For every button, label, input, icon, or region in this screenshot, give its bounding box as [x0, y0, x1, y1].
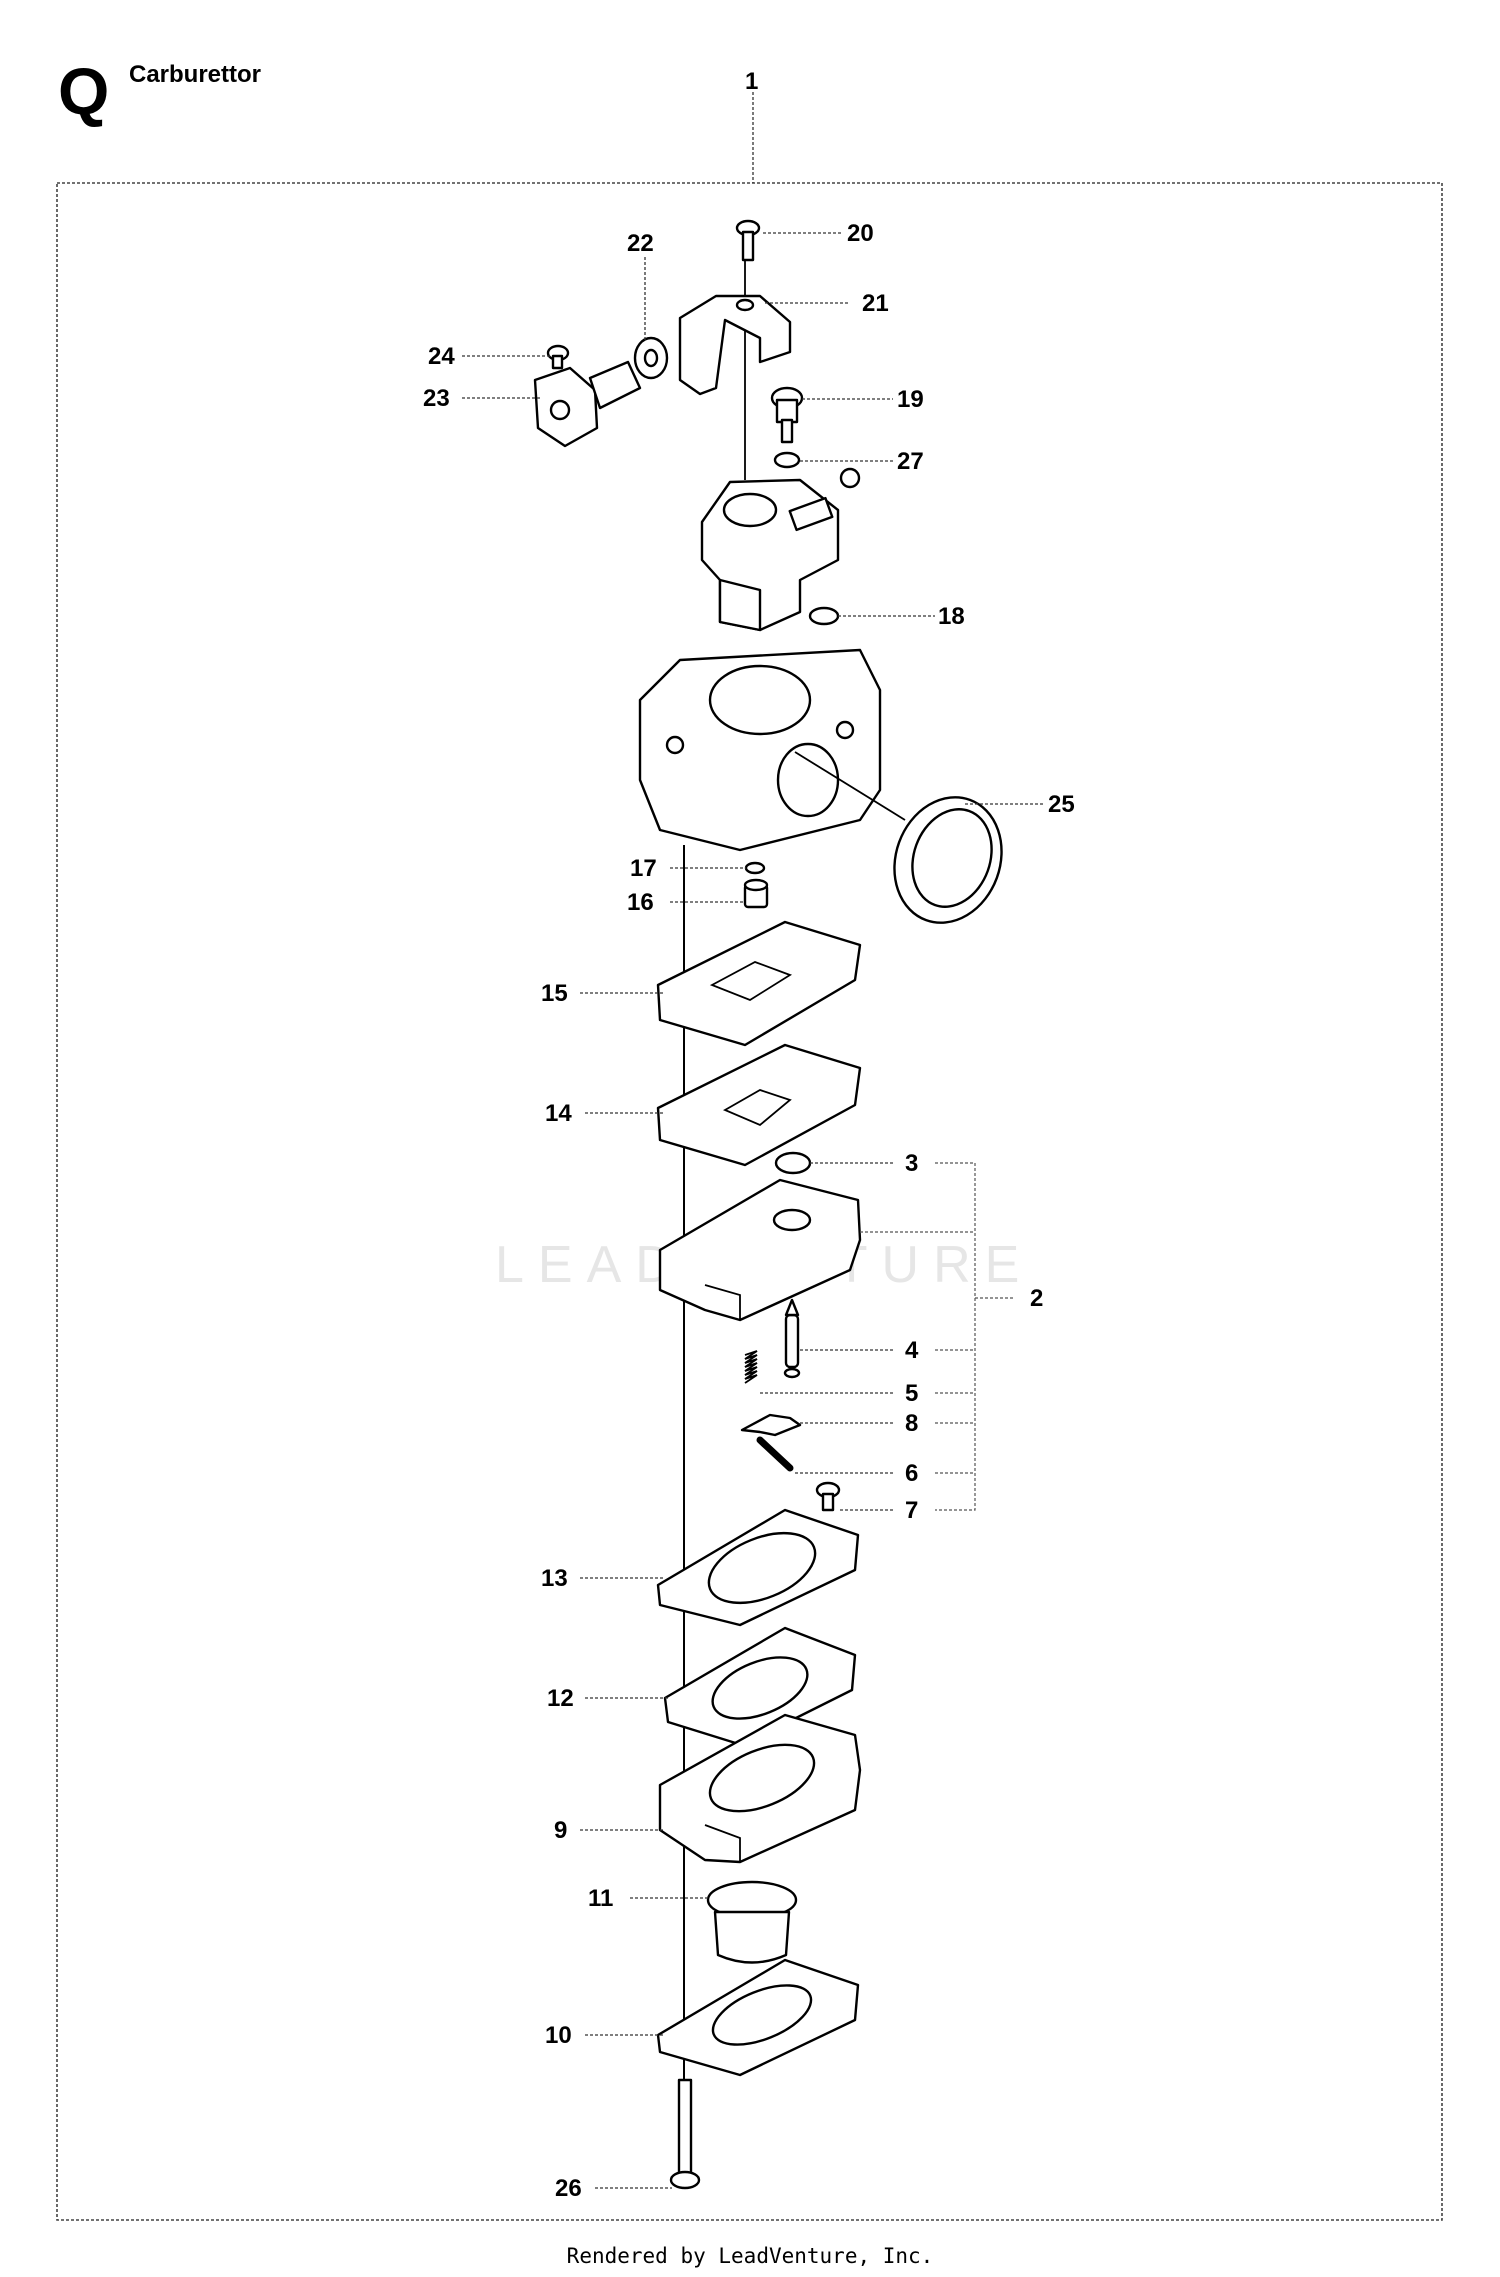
callout-3: 3	[905, 1150, 918, 1177]
part-27-o-ring	[773, 451, 801, 469]
part-22-washer	[633, 336, 669, 380]
callout-14: 14	[545, 1100, 572, 1127]
part-10-gasket	[656, 1958, 860, 2077]
throttle-housing	[700, 467, 861, 632]
callout-27: 27	[897, 448, 924, 475]
callout-7: 7	[905, 1497, 918, 1524]
part-18-clip	[808, 606, 840, 626]
callout-26: 26	[555, 2175, 582, 2202]
carburettor-body	[638, 648, 882, 852]
callout-5: 5	[905, 1380, 918, 1407]
part-15-gasket	[656, 920, 862, 1047]
part-21-bracket	[678, 294, 792, 396]
part-17-o-ring	[744, 861, 766, 875]
part-25-ring	[794, 751, 1003, 924]
part-19-adjuster	[770, 386, 804, 444]
part-3-filter	[774, 1151, 812, 1175]
callout-leaders	[462, 232, 1043, 2189]
part-14-gasket	[656, 1043, 862, 1167]
callout-21: 21	[862, 290, 889, 317]
callout-2: 2	[1030, 1285, 1043, 1312]
part-7-screw	[815, 1481, 841, 1512]
section-letter: Q	[58, 54, 110, 128]
part-5-spring	[744, 1350, 758, 1384]
callout-12: 12	[547, 1685, 574, 1712]
callout-11: 11	[588, 1885, 613, 1912]
footer-credit: Rendered by LeadVenture, Inc.	[566, 2244, 934, 2268]
page-title: Carburettor	[129, 61, 262, 88]
part-23-swivel	[533, 360, 642, 448]
callout-9: 9	[554, 1817, 567, 1844]
part-20-screw	[735, 219, 761, 262]
bracket-2	[860, 1162, 1015, 1511]
part-8-lever	[740, 1413, 802, 1437]
callout-18: 18	[938, 603, 965, 630]
callout-19: 19	[897, 386, 924, 413]
callout-17: 17	[630, 855, 657, 882]
part-12-diaphragm	[663, 1626, 857, 1747]
assembly-frame	[56, 182, 1443, 2221]
callout-10: 10	[545, 2022, 572, 2049]
part-4-needle	[783, 1298, 801, 1379]
callout-13: 13	[541, 1565, 568, 1592]
callout-8: 8	[905, 1410, 918, 1437]
callout-4: 4	[905, 1337, 919, 1364]
callout-25: 25	[1048, 791, 1075, 818]
callout-23: 23	[423, 385, 450, 412]
part-11-cup	[706, 1880, 798, 1964]
part-6-pin	[756, 1436, 794, 1472]
part-2-metering-body	[658, 1178, 862, 1322]
callout-24: 24	[428, 343, 455, 370]
callout-22: 22	[627, 230, 654, 257]
callout-15: 15	[541, 980, 568, 1007]
part-24-screw	[546, 344, 570, 370]
part-9-pump-cover	[658, 1713, 862, 1864]
part-13-gasket	[656, 1508, 860, 1627]
part-16-plug	[743, 878, 769, 909]
callout-6: 6	[905, 1460, 918, 1487]
callout-16: 16	[627, 889, 654, 916]
callout-20: 20	[847, 220, 874, 247]
part-26-bolt	[669, 2078, 701, 2190]
callout-1: 1	[745, 68, 758, 95]
